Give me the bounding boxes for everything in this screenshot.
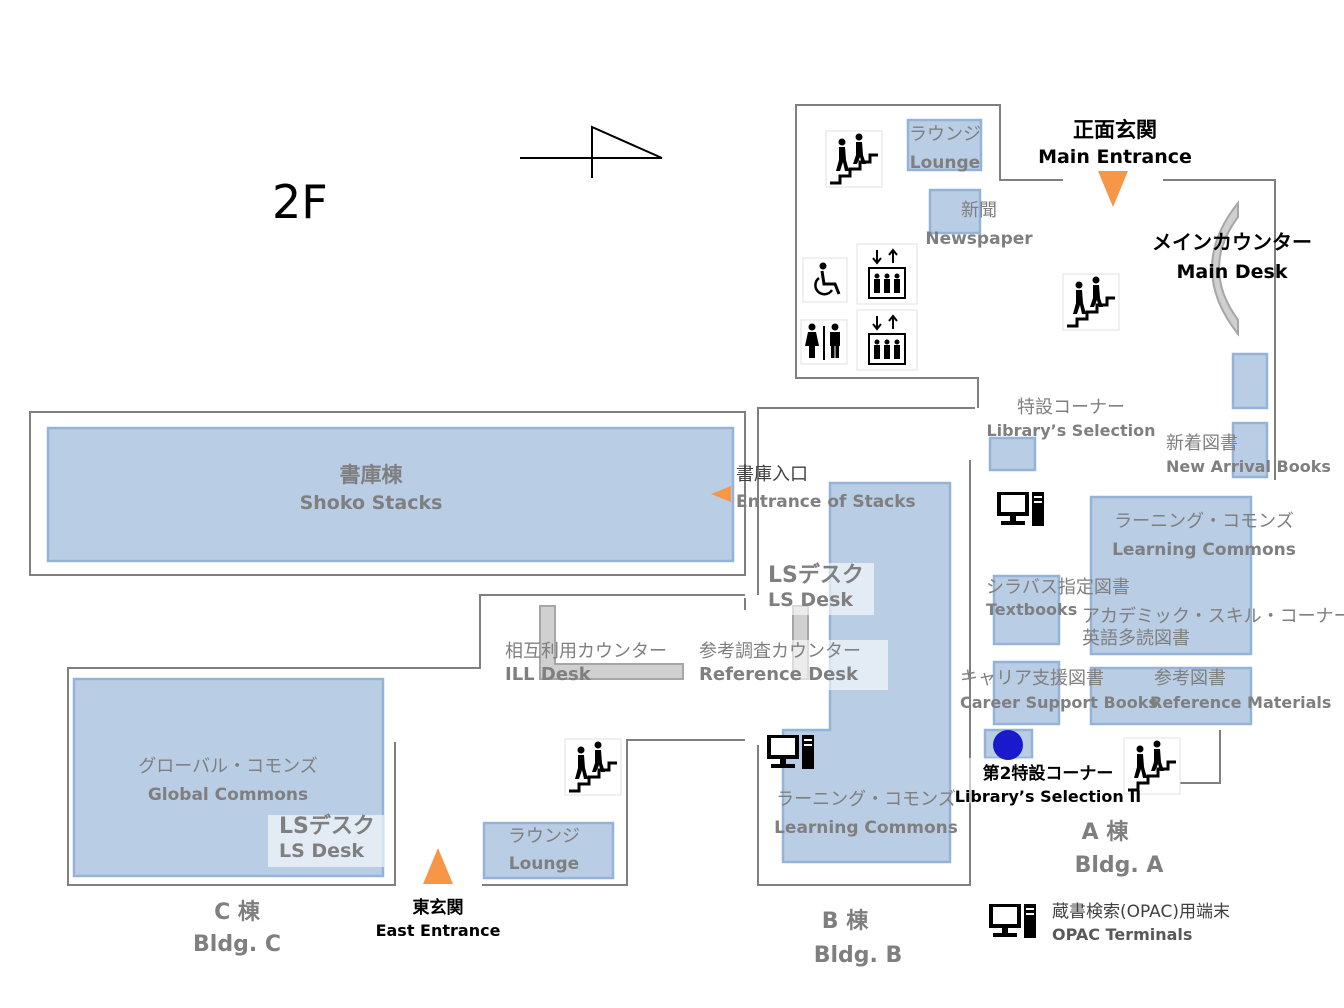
career-support-label-ja: キャリア支援図書 [960,668,1104,689]
stairs-icon [1061,272,1121,332]
floor-label: 2F [272,175,328,229]
ill-desk-label-en: ILL Desk [505,664,591,685]
legend-label-en: OPAC Terminals [1052,925,1193,944]
bldg-c-label-en: Bldg. C [193,932,281,957]
ill-desk-label-ja: 相互利用カウンター [505,641,667,662]
library-selection-2-label-en: Library’s Selection II [954,787,1142,806]
textbooks-label-ja: シラバス指定図書 [986,577,1130,598]
east-entrance-label-en: East Entrance [375,921,501,940]
shoko-stacks-label-en: Shoko Stacks [299,492,443,514]
room-newspaper [928,188,982,235]
main-desk-label-ja: メインカウンター [1152,230,1312,254]
reference-materials-label-en: Reference Materials [1150,693,1332,712]
main-desk-counter [1211,200,1239,337]
bldg-a-label-en: Bldg. A [1074,853,1164,878]
lounge-a-label-en: Lounge [909,153,981,173]
room-career-support [992,660,1061,726]
north-arrow-icon [520,125,663,178]
new-arrival-label-ja: 新着図書 [1166,433,1238,454]
room-shoko-stacks [46,426,735,563]
room-library-selection [988,436,1037,472]
east-entrance-label-ja: 東玄関 [412,898,464,918]
academic-skills-label-2: 英語多読図書 [1082,628,1190,649]
academic-skills-label-1: アカデミック・スキル・コーナー [1082,606,1344,627]
main-entrance-label-ja: 正面玄関 [1073,118,1157,142]
computer-icon [989,904,1036,938]
newspaper-label-ja: 新聞 [961,200,997,221]
library-selection-2-spot [993,730,1023,760]
wheelchair-icon [802,257,848,303]
elevator-icon [856,309,918,371]
library-selection-label-en: Library’s Selection [986,421,1156,440]
ls-desk-b-label-en: LS Desk [768,589,854,611]
shoko-stacks-label-ja: 書庫棟 [339,463,403,487]
lounge-a-label-ja: ラウンジ [909,124,981,145]
textbooks-label-en: Textbooks [986,600,1078,619]
room-textbooks [992,574,1061,646]
stairs-icon [563,737,623,797]
career-support-label-en: Career Support Books [960,693,1158,712]
reference-desk-label-en: Reference Desk [699,664,858,685]
reference-materials-label-ja: 参考図書 [1154,668,1226,689]
lounge-c-label-en: Lounge [508,854,580,874]
computer-icon [997,492,1044,526]
entrance-of-stacks-label-ja: 書庫入口 [736,464,808,485]
library-selection-label-ja: 特設コーナー [1017,397,1125,418]
room-lounge-c [482,821,615,880]
library-selection-2-label-ja: 第2特設コーナー [982,764,1114,784]
building-walls [29,104,1276,886]
bldg-c-label-ja: C 棟 [214,900,260,925]
main-entrance-label-en: Main Entrance [1038,146,1192,168]
bldg-b-label-ja: B 棟 [821,909,869,934]
room-lounge-a [906,118,983,172]
ls-desk-b-label-ja: LSデスク [768,563,864,588]
room-reference-materials [1089,666,1253,726]
learning-commons-b-label-ja: ラーニング・コモンズ [776,789,956,810]
newspaper-label-en: Newspaper [925,229,1033,249]
bldg-b-label-en: Bldg. B [813,943,903,968]
learning-commons-b-label-en: Learning Commons [774,818,958,838]
shelf-new-arrival-2 [1231,421,1269,479]
stairs-icon [825,130,883,188]
room-learning-commons-a [1089,495,1253,656]
main-entrance-marker-icon [1098,171,1128,207]
ill-desk-counter [539,605,684,680]
restroom-icon [800,319,848,365]
global-commons-label-ja: グローバル・コモンズ [138,756,318,777]
bldg-a-label-ja: A 棟 [1081,820,1129,845]
stacks-entrance-marker-icon [711,486,731,502]
ls-desk-c-label-en: LS Desk [279,840,365,862]
global-commons-label-en: Global Commons [147,785,309,805]
elevator-icon [856,243,918,305]
shelf-new-arrival-1 [1231,352,1269,410]
legend-label-ja: 蔵書検索(OPAC)用端末 [1052,902,1231,922]
learning-commons-a-label-ja: ラーニング・コモンズ [1114,511,1294,532]
new-arrival-label-en: New Arrival Books [1166,457,1331,476]
learning-commons-a-label-en: Learning Commons [1112,540,1296,560]
east-entrance-marker-icon [423,848,453,884]
lounge-c-label-ja: ラウンジ [508,826,580,847]
entrance-of-stacks-label-en: Entrance of Stacks [736,492,916,512]
reference-desk-label-ja: 参考調査カウンター [699,641,861,662]
main-desk-label-en: Main Desk [1176,261,1288,283]
ls-desk-c-label-ja: LSデスク [279,814,375,839]
